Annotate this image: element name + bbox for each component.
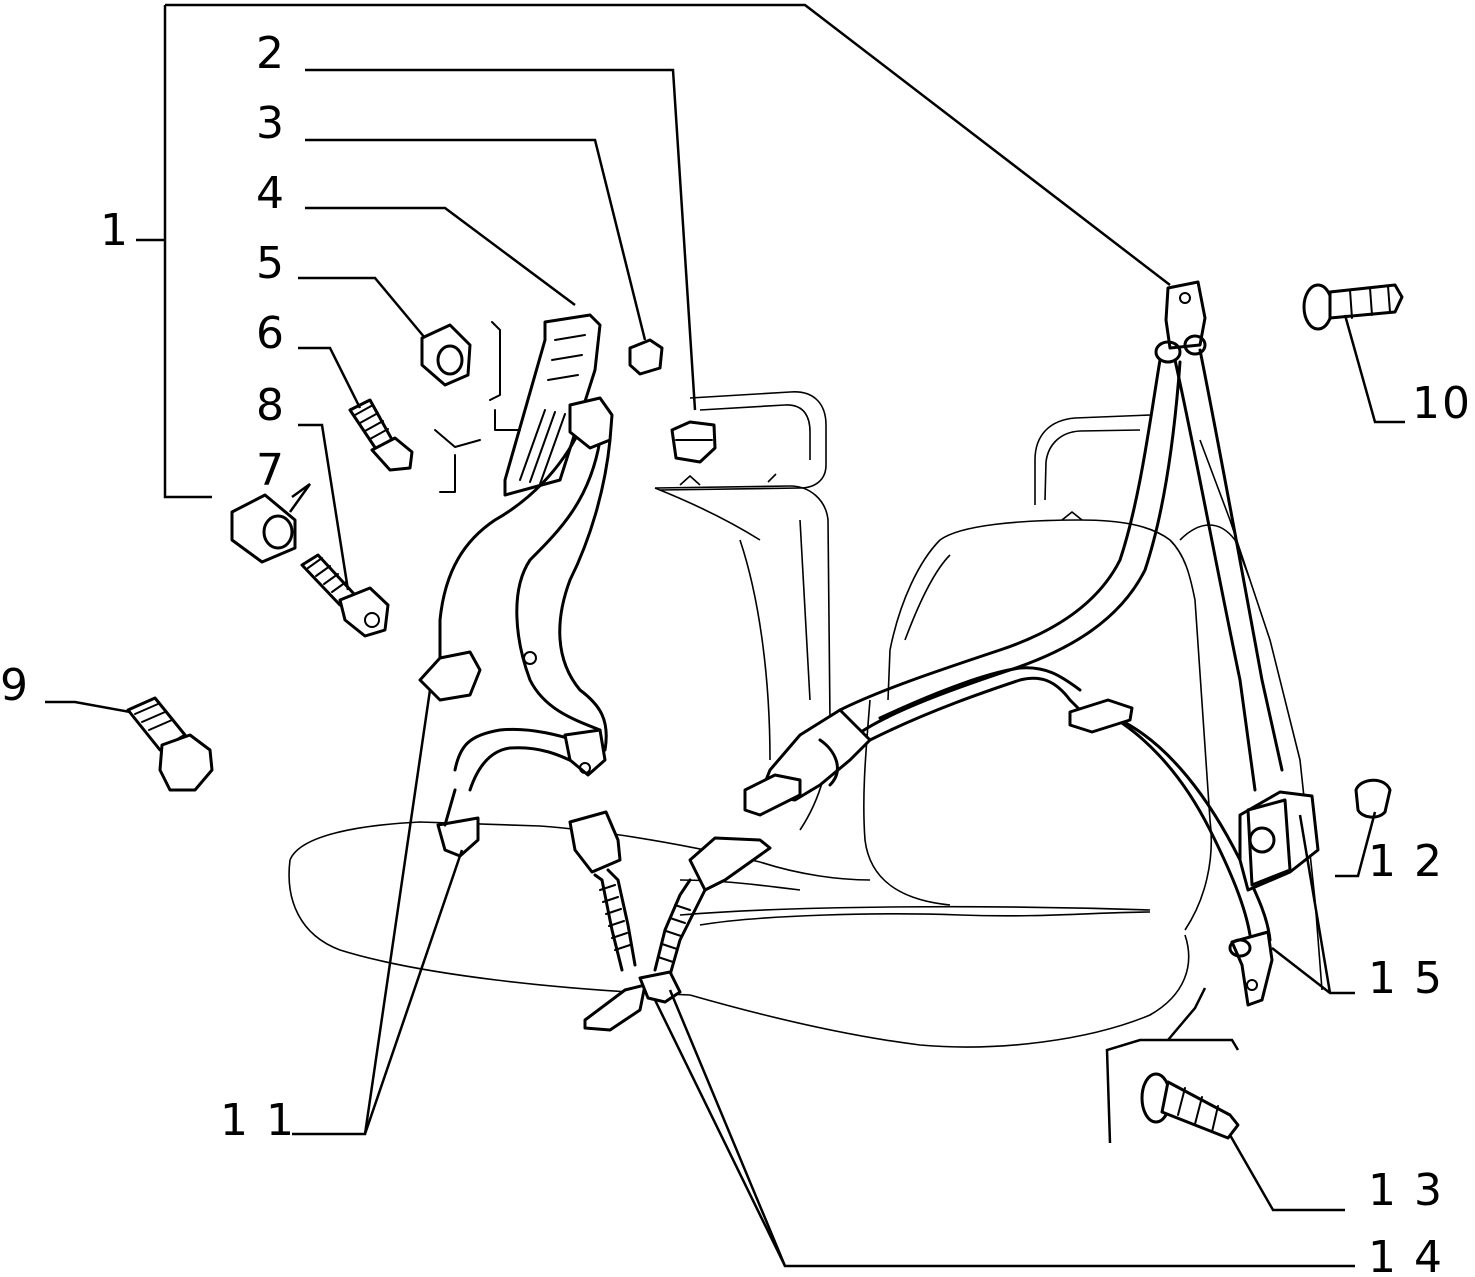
part-8-bolt (300, 553, 390, 638)
callout-7: 7 (256, 445, 286, 496)
callout-6: 6 (256, 308, 286, 359)
callout-11: 1 1 (220, 1095, 296, 1146)
callout-1: 1 (100, 205, 130, 256)
callout-12: 1 2 (1368, 836, 1444, 887)
buckle-assembly (568, 810, 772, 1032)
part-2-cap (670, 420, 717, 464)
part-5-nut (420, 323, 472, 387)
left-belt-assembly (418, 313, 614, 858)
callout-10: 10 (1412, 378, 1472, 429)
part-12-cap (1354, 778, 1392, 819)
callout-2: 2 (256, 28, 286, 79)
seat-outline (288, 391, 1323, 1048)
callout-15: 1 5 (1368, 953, 1444, 1004)
callout-9: 9 (0, 660, 30, 711)
callout-13: 1 3 (1368, 1165, 1444, 1216)
leader-lines (45, 3, 1405, 1268)
part-6-bolt (348, 398, 414, 472)
callout-4: 4 (256, 168, 286, 219)
right-belt-assembly (743, 280, 1320, 1007)
part-9-clip (126, 696, 214, 792)
callout-8: 8 (256, 380, 286, 431)
callout-numbers: 1 2 3 4 5 6 8 7 9 10 1 1 1 2 1 3 1 4 1 5 (0, 28, 1472, 1277)
part-10-fastener (1302, 283, 1404, 331)
part-13-fastener (1140, 1072, 1240, 1140)
callout-5: 5 (256, 238, 286, 289)
callout-14: 1 4 (1368, 1232, 1444, 1277)
callout-3: 3 (256, 98, 286, 149)
part-3-cover (628, 338, 664, 376)
part-7-spacer (230, 493, 297, 564)
